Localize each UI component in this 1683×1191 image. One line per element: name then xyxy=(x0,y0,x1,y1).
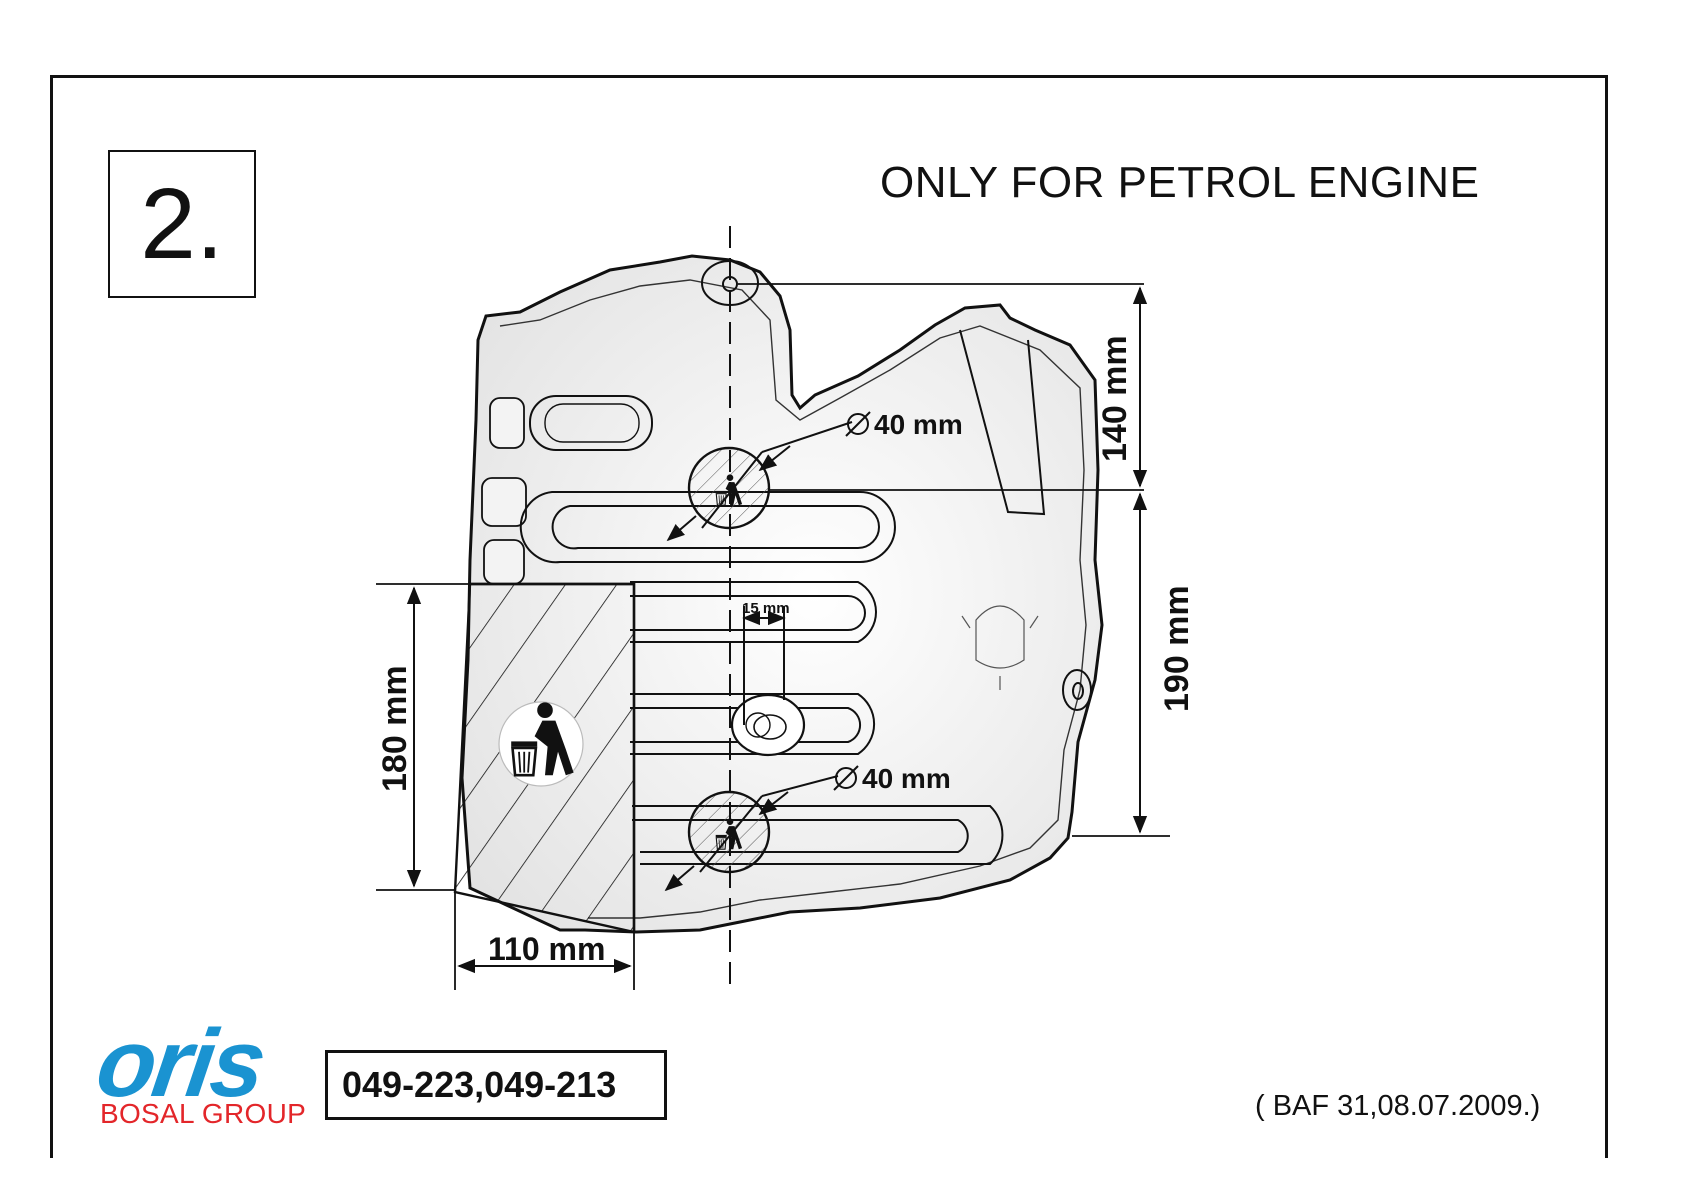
part-numbers: 049-223,049-213 xyxy=(325,1050,667,1120)
dim-vertical-top: 140 mm xyxy=(1096,335,1134,462)
slot-hole xyxy=(732,695,804,755)
dim-horizontal-bottom: 110 mm xyxy=(488,931,605,967)
dim-hole-bottom: 40 mm xyxy=(862,763,951,794)
dim-hole-top: 40 mm xyxy=(874,409,963,440)
reference-note: ( BAF 31,08.07.2009.) xyxy=(1255,1090,1540,1123)
dim-vertical-left: 180 mm xyxy=(376,665,414,792)
dim-slot-width: 15 mm xyxy=(742,600,790,617)
brand-logo: oris BOSAL GROUP xyxy=(98,1016,308,1126)
dim-vertical-right: 190 mm xyxy=(1158,585,1196,712)
brand-group: BOSAL GROUP xyxy=(100,1098,306,1130)
